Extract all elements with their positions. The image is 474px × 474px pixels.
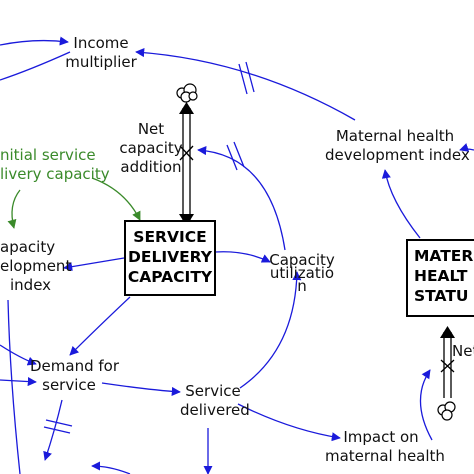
link-impact-to-mh-status: [419, 369, 433, 441]
link-service-to-impact: [237, 403, 341, 442]
capacity-utilization-label: Capacity utilizatio n: [269, 251, 335, 295]
net-maternal-health-flow: [440, 326, 455, 398]
delay-mark-1b: [245, 61, 255, 93]
link-mh-index-to-income-multiplier: [135, 48, 356, 121]
delay-mark-3b: [43, 426, 71, 434]
income-multiplier-label: Income multiplier: [65, 34, 137, 71]
impact-on-maternal-health-label: Impact on maternal health: [325, 428, 445, 465]
link-bottom-left: [91, 461, 131, 474]
link-sdc-to-demand: [69, 296, 131, 356]
link-from-right-to-mh-index: [459, 143, 474, 152]
link-sdc-to-utilization: [214, 251, 271, 263]
link-capacity-dev-down: [7, 299, 21, 474]
link-service-delivered-to-utilization: [239, 271, 302, 389]
link-sdc-to-capacity-dev: [63, 257, 125, 272]
link-left-to-demand: [0, 377, 37, 387]
capacity-dev-index-label: apacity elopment index: [0, 238, 72, 294]
net-flow-label: Net: [452, 342, 474, 360]
link-initial-capacity-to-capacity-dev: [7, 189, 21, 229]
demand-for-service-label: Demand for service: [30, 357, 120, 394]
initial-service-capacity-label: nitial service livery capacity: [0, 146, 110, 183]
service-delivery-capacity-box: SERVICE DELIVERY CAPACITY: [124, 220, 216, 296]
cloud-icon: [176, 83, 198, 103]
link-to-income-multiplier: [0, 36, 69, 46]
link-income-multiplier-loop: [0, 51, 71, 81]
service-delivered-label: Service delivered: [180, 382, 250, 419]
delay-mark-2a: [226, 144, 238, 171]
maternal-health-dev-index-label: Maternal health development index: [325, 127, 470, 164]
link-initial-capacity-to-sdc: [91, 177, 141, 221]
maternal-health-status-box: MATERN HEALT STATU: [406, 239, 474, 317]
cloud-icon: [437, 401, 456, 421]
link-utilization-to-net-addition: [197, 146, 286, 251]
link-mh-status-to-mh-index: [381, 169, 421, 239]
delay-mark-2b: [233, 141, 245, 168]
valve-icon: [179, 145, 194, 161]
delay-mark-3a: [45, 419, 73, 427]
link-capacity-dev-to-demand: [0, 344, 37, 366]
net-capacity-addition-label: Net capacity addition: [119, 120, 183, 176]
delay-mark-1a: [238, 63, 248, 95]
link-demand-to-service-delivered: [101, 382, 181, 396]
